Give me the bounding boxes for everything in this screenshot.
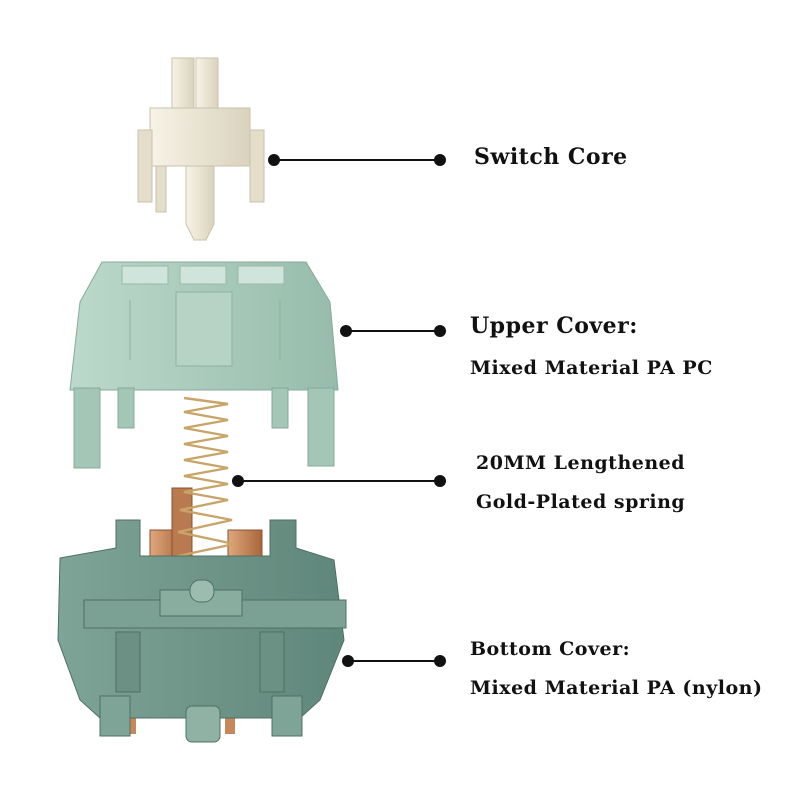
spring-label-line1: 20MM Lengthened [476,452,686,474]
callout-end-dot [434,325,446,337]
spring-part [177,396,235,578]
callout-line [238,480,440,482]
callout-line [348,660,440,662]
bottom-cover-detail: Mixed Material PA (nylon) [470,677,763,699]
upper-cover-title: Upper Cover: [470,313,638,339]
callout-end-dot [434,475,446,487]
bottom-cover-part [57,519,347,743]
upper-cover-detail: Mixed Material PA PC [470,357,713,379]
callout-line [346,330,440,332]
switch-core-part [137,57,265,241]
switch-core-label: Switch Core [474,144,628,170]
spring-label-line2: Gold-Plated spring [476,491,686,513]
callout-line [274,159,440,161]
upper-cover-part [69,261,339,469]
callout-end-dot [434,154,446,166]
callout-end-dot [434,655,446,667]
bottom-cover-title: Bottom Cover: [470,638,631,660]
